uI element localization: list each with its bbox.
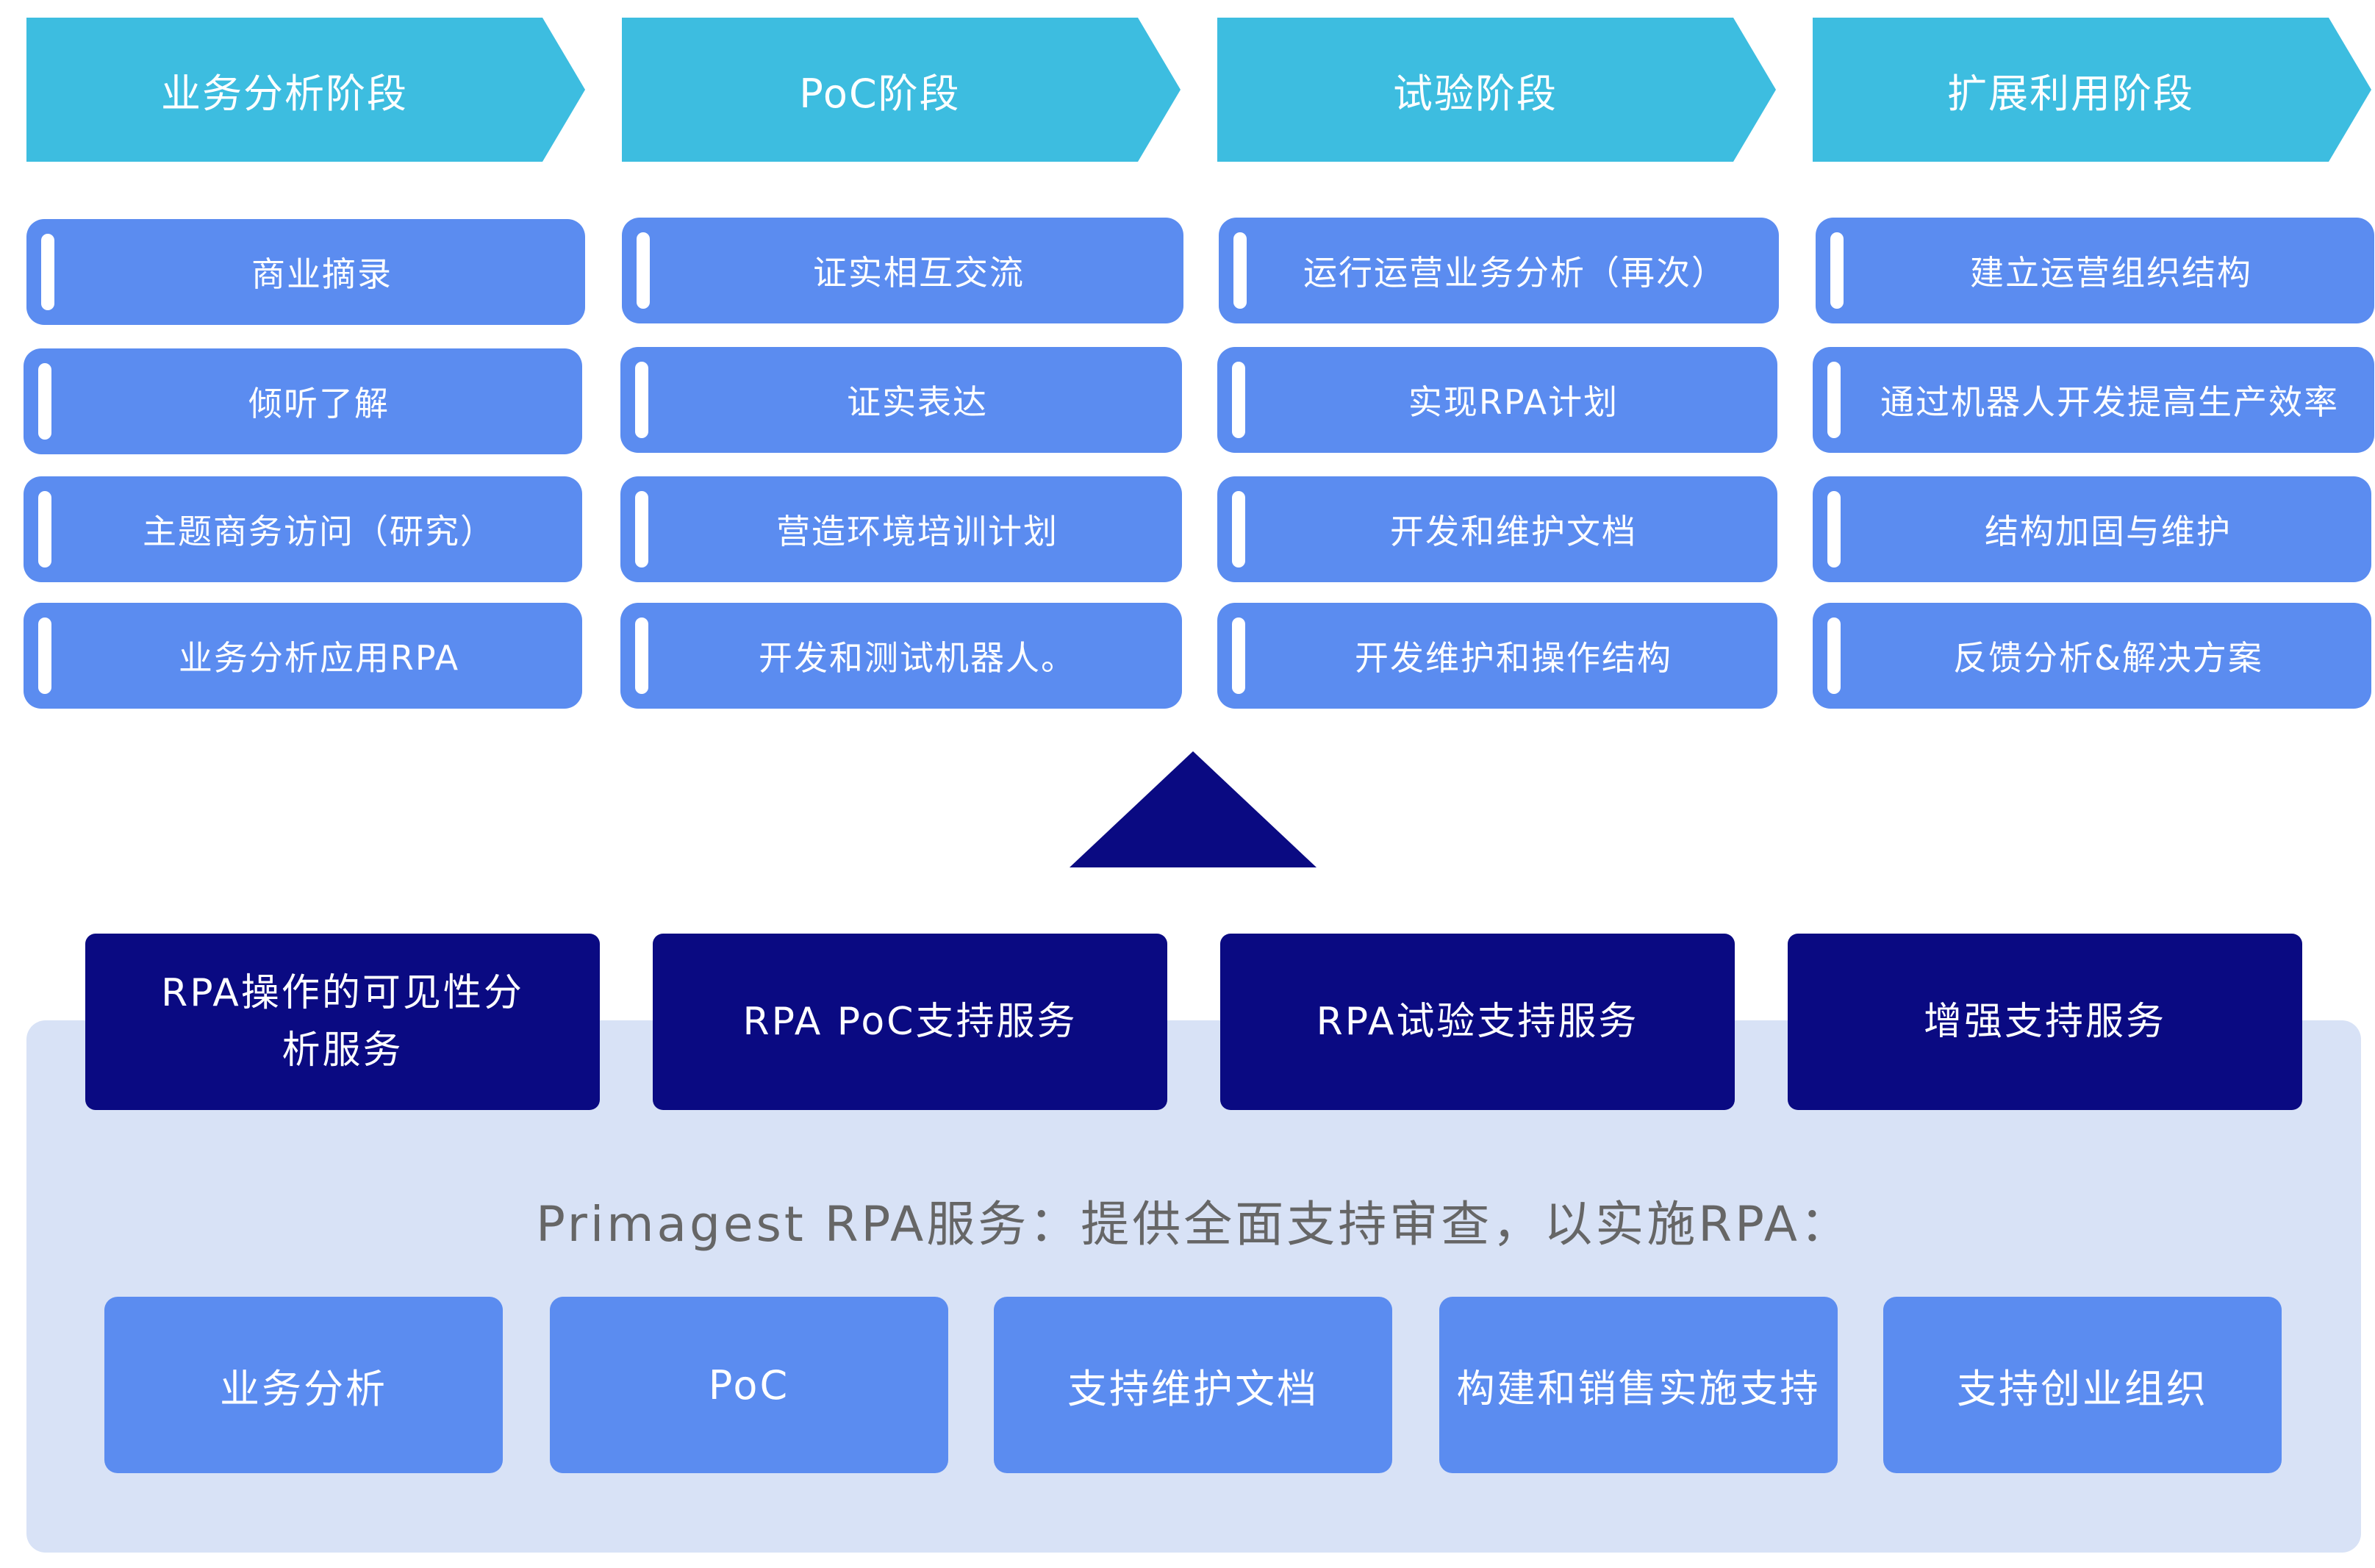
task-marker: [38, 363, 51, 440]
subservice-label: 支持维护文档: [1067, 1365, 1319, 1412]
task-item: 开发维护和操作结构: [1217, 603, 1777, 709]
task-label: 建立运营组织结构: [1970, 253, 2252, 293]
task-item: 证实表达: [620, 347, 1182, 453]
subservice-label: 支持创业组织: [1957, 1365, 2208, 1412]
task-item: 业务分析应用RPA: [24, 603, 582, 709]
task-marker: [1830, 232, 1844, 309]
task-marker: [38, 617, 51, 694]
subservice-label: 业务分析: [220, 1365, 387, 1412]
task-marker: [1233, 232, 1247, 309]
subservice-box-1: 业务分析: [104, 1297, 503, 1473]
service-label: RPA操作的可见性分析服务: [161, 971, 524, 1073]
task-label: 反馈分析&解决方案: [1953, 638, 2263, 678]
task-label: 商业摘录: [251, 254, 393, 294]
task-item: 通过机器人开发提高生产效率: [1813, 347, 2374, 453]
task-marker: [1827, 491, 1841, 568]
task-marker: [1232, 491, 1245, 568]
phase-chevron-3: 试验阶段: [1217, 18, 1776, 162]
task-marker: [1827, 362, 1841, 438]
task-label: 营造环境培训计划: [776, 512, 1058, 551]
task-item: 开发和测试机器人。: [620, 603, 1182, 709]
phase-title: 试验阶段: [1393, 70, 1558, 117]
phase-title: 业务分析阶段: [161, 70, 408, 117]
task-marker: [637, 232, 650, 309]
phase-chevron-4: 扩展利用阶段: [1813, 18, 2371, 162]
task-label: 运行运营业务分析（再次）: [1303, 253, 1727, 293]
service-box-4: 增强支持服务: [1788, 934, 2302, 1110]
subservice-box-5: 支持创业组织: [1883, 1297, 2282, 1473]
task-marker: [635, 362, 648, 438]
subservice-box-3: 支持维护文档: [994, 1297, 1392, 1473]
task-item: 结构加固与维护: [1813, 476, 2371, 582]
up-triangle-icon: [1070, 751, 1317, 867]
service-label: RPA试验支持服务: [1316, 1000, 1639, 1044]
service-box-3: RPA试验支持服务: [1220, 934, 1735, 1110]
task-label: 开发和维护文档: [1390, 512, 1637, 551]
subservice-label: 构建和销售实施支持: [1456, 1367, 1821, 1411]
task-marker: [38, 491, 51, 568]
task-marker: [1232, 617, 1245, 694]
phase-chevron-1: 业务分析阶段: [26, 18, 585, 162]
service-box-2: RPA PoC支持服务: [653, 934, 1167, 1110]
task-item: 证实相互交流: [622, 218, 1183, 323]
service-label: RPA PoC支持服务: [742, 1000, 1078, 1044]
task-label: 开发维护和操作结构: [1355, 638, 1672, 678]
service-box-1: RPA操作的可见性分析服务: [85, 934, 600, 1110]
task-marker: [635, 491, 648, 568]
phase-title: 扩展利用阶段: [1947, 70, 2194, 117]
task-item: 实现RPA计划: [1217, 347, 1777, 453]
task-item: 开发和维护文档: [1217, 476, 1777, 582]
task-item: 建立运营组织结构: [1816, 218, 2374, 323]
task-label: 主题商务访问（研究）: [143, 512, 495, 551]
task-item: 商业摘录: [26, 219, 585, 325]
task-item: 倾听了解: [24, 348, 582, 454]
task-label: 业务分析应用RPA: [178, 638, 460, 678]
task-label: 实现RPA计划: [1408, 382, 1619, 422]
task-label: 证实相互交流: [813, 253, 1025, 293]
service-label: 增强支持服务: [1923, 1000, 2166, 1044]
task-label: 倾听了解: [248, 384, 390, 423]
task-label: 结构加固与维护: [1985, 512, 2232, 551]
task-label: 开发和测试机器人。: [759, 638, 1076, 678]
task-marker: [1232, 362, 1245, 438]
panel-tagline: Primagest RPA服务：提供全面支持审查，以实施RPA：: [536, 1196, 1852, 1253]
task-marker: [41, 234, 54, 310]
subservice-box-2: PoC: [550, 1297, 948, 1473]
subservice-label: PoC: [708, 1361, 790, 1408]
task-marker: [635, 617, 648, 694]
phase-chevron-2: PoC阶段: [622, 18, 1181, 162]
task-item: 主题商务访问（研究）: [24, 476, 582, 582]
task-item: 反馈分析&解决方案: [1813, 603, 2371, 709]
task-marker: [1827, 617, 1841, 694]
task-label: 通过机器人开发提高生产效率: [1880, 382, 2339, 422]
task-item: 营造环境培训计划: [620, 476, 1182, 582]
phase-title: PoC阶段: [799, 70, 961, 117]
subservice-box-4: 构建和销售实施支持: [1439, 1297, 1838, 1473]
task-item: 运行运营业务分析（再次）: [1219, 218, 1779, 323]
task-label: 证实表达: [847, 382, 988, 422]
